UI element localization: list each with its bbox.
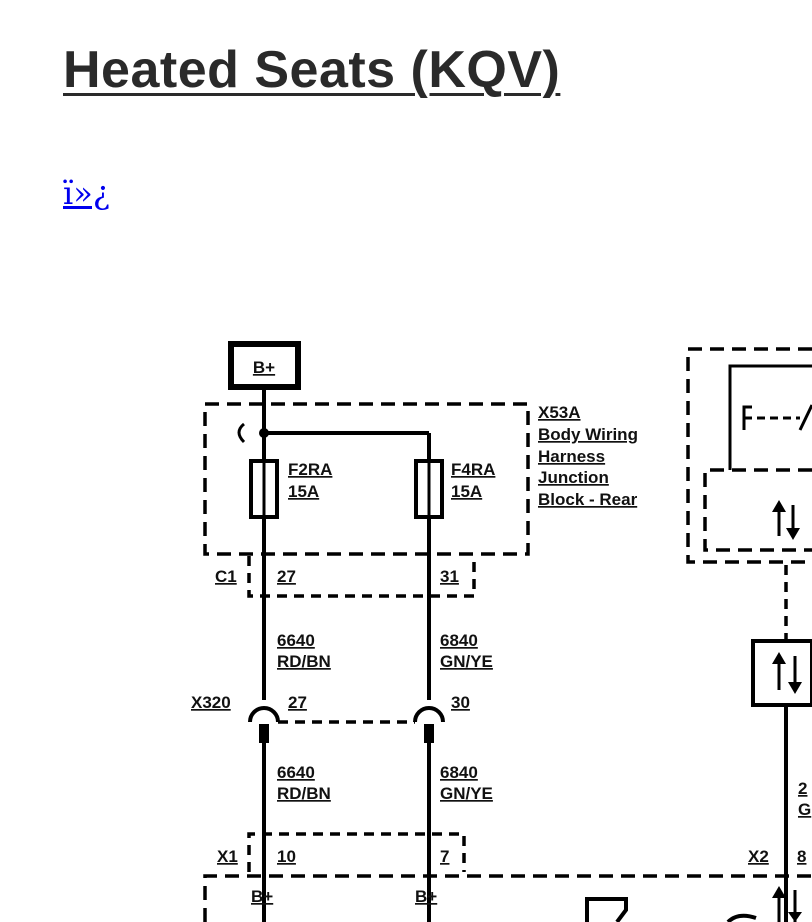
connector-x320: X320 27 30: [191, 693, 470, 743]
fuse-f2ra: F2RA 15A: [249, 459, 332, 519]
ground-symbol: [237, 422, 246, 444]
bottom-arrow-icon: [772, 886, 802, 922]
fuse-f4ra: F4RA 15A: [414, 459, 495, 519]
module-name-line-3: Junction: [538, 468, 609, 487]
connector-x2-pin: 8: [797, 847, 806, 866]
wire-labels-upper: 6640 RD/BN 6840 GN/YE: [277, 631, 493, 671]
module-id: X53A: [538, 403, 581, 422]
bottom-partial-shape: [726, 913, 757, 922]
connector-x1-pin-2: 7: [440, 847, 449, 866]
connector-x2-name: X2: [748, 847, 769, 866]
inline-connector-arrow-icon: [751, 639, 812, 707]
splice-point: [259, 428, 269, 438]
wire-lower-2-color: GN/YE: [440, 784, 493, 803]
wire-upper-1-circuit: 6640: [277, 631, 315, 650]
fuse-f4ra-rating: 15A: [451, 482, 482, 501]
fuse-f2ra-name: F2RA: [288, 460, 332, 479]
connector-x1: X1 10 7: [217, 832, 466, 872]
bottom-symbol: [585, 897, 628, 922]
partial-label-1: 2: [798, 779, 807, 798]
connector-c1-pin-2: 31: [440, 567, 459, 586]
connector-x320-pin-1: 27: [288, 693, 307, 712]
wire-upper-1-color: RD/BN: [277, 652, 331, 671]
fuse-f2ra-rating: 15A: [288, 482, 319, 501]
bottom-power-label-1: B+: [251, 887, 273, 906]
wires: [262, 387, 431, 922]
module-name-line-1: Body Wiring: [538, 425, 638, 444]
connector-x320-pin-2: 30: [451, 693, 470, 712]
connector-x1-pin-1: 10: [277, 847, 296, 866]
connector-x2-mask: [790, 844, 812, 868]
connector-c1-name: C1: [215, 567, 237, 586]
module-name-line-2: Harness: [538, 447, 605, 466]
junction-block-label: X53A Body Wiring Harness Junction Block …: [538, 403, 638, 509]
wire-lower-1-color: RD/BN: [277, 784, 331, 803]
power-source-label: B+: [253, 358, 275, 377]
wire-lower-2-circuit: 6840: [440, 763, 478, 782]
bidirectional-arrow-icon: [772, 500, 800, 540]
bottom-power-label-2: B+: [415, 887, 437, 906]
bottom-module-outline: [203, 874, 812, 922]
connector-x1-name: X1: [217, 847, 238, 866]
right-module: [686, 347, 812, 564]
junction-block-outline: [203, 402, 530, 556]
fuse-f4ra-name: F4RA: [451, 460, 495, 479]
wire-upper-2-circuit: 6840: [440, 631, 478, 650]
wire-upper-2-color: GN/YE: [440, 652, 493, 671]
page-title: Heated Seats (KQV): [63, 41, 561, 99]
connector-x320-name: X320: [191, 693, 231, 712]
module-name-line-4: Block - Rear: [538, 490, 638, 509]
partial-label-2: G: [798, 800, 811, 819]
power-source: B+: [228, 341, 301, 390]
document-link[interactable]: ï»¿: [63, 174, 110, 212]
connector-c1: C1 27 31: [215, 556, 476, 598]
connector-c1-pin-1: 27: [277, 567, 296, 586]
wire-labels-lower: 6640 RD/BN 6840 GN/YE: [277, 763, 493, 803]
wire-lower-1-circuit: 6640: [277, 763, 315, 782]
